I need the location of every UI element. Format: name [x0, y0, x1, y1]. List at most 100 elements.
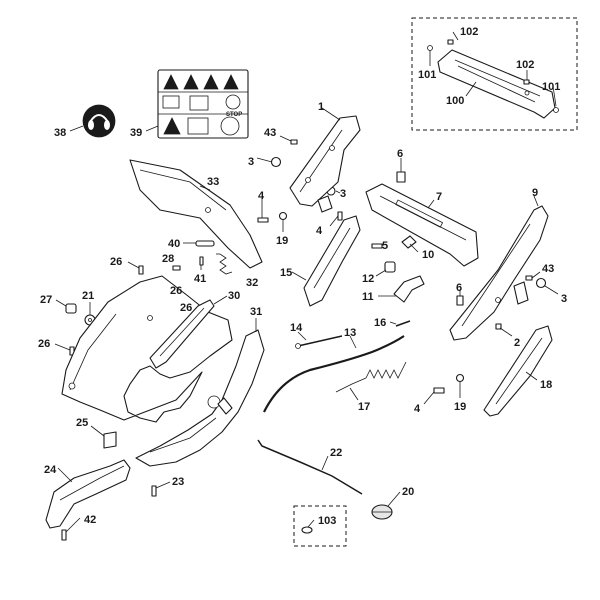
- part-101-screw-left: [427, 45, 433, 51]
- label-1: 1: [318, 101, 324, 113]
- label-27: 27: [40, 294, 52, 306]
- part-4-screw-c: [433, 387, 445, 394]
- label-22: 22: [330, 447, 342, 459]
- label-13: 13: [344, 327, 356, 339]
- label-26a: 26: [110, 256, 122, 268]
- label-100: 100: [446, 95, 464, 107]
- label-26d: 26: [38, 338, 50, 350]
- label-3a: 3: [248, 156, 254, 168]
- label-17: 17: [358, 401, 370, 413]
- kit-box-100: [411, 17, 578, 131]
- label-103: 103: [318, 515, 336, 527]
- part-31-rear-chute: [135, 329, 265, 467]
- part-42-screw: [61, 529, 67, 541]
- label-14: 14: [290, 322, 303, 334]
- part-housing-left: [61, 275, 233, 423]
- label-28: 28: [162, 253, 174, 265]
- label-24: 24: [44, 464, 57, 476]
- part-6-screw-b: [456, 295, 464, 306]
- kit-box-103: [293, 505, 347, 547]
- part-16-rod: [395, 320, 411, 327]
- label-2: 2: [514, 337, 520, 349]
- part-4-screw-a: [257, 217, 269, 223]
- label-3c: 3: [561, 293, 567, 305]
- part-102-nut-right: [523, 79, 530, 85]
- part-40-pin: [195, 240, 215, 247]
- part-43-screw-right: [525, 275, 533, 281]
- part-25-clip: [103, 431, 117, 449]
- part-11-lever: [393, 275, 425, 303]
- part-bracket-small: [317, 195, 333, 213]
- part-101-screw-right: [553, 107, 559, 113]
- part-22-rod: [257, 439, 363, 495]
- label-39: 39: [130, 127, 142, 139]
- label-32: 32: [246, 277, 258, 289]
- label-20: 20: [402, 486, 414, 498]
- label-31: 31: [250, 306, 262, 318]
- label-21: 21: [82, 290, 94, 302]
- part-4-screw-b: [337, 211, 343, 221]
- part-7-rail: [365, 183, 479, 267]
- label-4b: 4: [316, 225, 323, 237]
- part-18-bracket: [483, 325, 553, 417]
- part-43-screw-top: [290, 139, 298, 145]
- label-41: 41: [194, 273, 206, 285]
- label-16: 16: [374, 317, 386, 329]
- label-15: 15: [280, 267, 292, 279]
- part-17-spring: [335, 361, 407, 393]
- label-19b: 19: [454, 401, 466, 413]
- label-25: 25: [76, 417, 88, 429]
- label-10: 10: [422, 249, 434, 261]
- part-33-cover: [129, 159, 263, 269]
- label-5: 5: [382, 240, 388, 252]
- label-42: 42: [84, 514, 96, 526]
- part-15-bracket: [303, 215, 361, 307]
- part-3-nut-c: [535, 277, 547, 289]
- part-9-side-plate: [449, 205, 549, 341]
- label-40: 40: [168, 238, 180, 250]
- part-23-screw: [151, 485, 157, 497]
- label-6b: 6: [456, 282, 462, 294]
- part-2-screw: [495, 323, 502, 330]
- part-19-washer-b: [455, 373, 465, 383]
- part-14-rod: [295, 335, 343, 349]
- label-3b: 3: [340, 188, 346, 200]
- label-38: 38: [54, 127, 66, 139]
- label-43b: 43: [542, 263, 554, 275]
- label-18: 18: [540, 379, 552, 391]
- part-32-spring: [216, 253, 233, 275]
- label-101a: 101: [418, 69, 436, 81]
- label-102b: 102: [516, 59, 534, 71]
- label-4c: 4: [414, 403, 421, 415]
- label-23: 23: [172, 476, 184, 488]
- label-12: 12: [362, 273, 374, 285]
- callout-labels: 1 2 3 3 3 4 4 4 5 6 6 7 9 10 11 12 13 14…: [38, 26, 567, 527]
- part-6-screw-a: [396, 171, 406, 183]
- part-13-cable: [263, 335, 407, 415]
- label-43a: 43: [264, 127, 276, 139]
- part-27-nut: [65, 303, 77, 314]
- label-6a: 6: [397, 148, 403, 160]
- label-30: 30: [228, 290, 240, 302]
- part-19-washer-a: [278, 211, 288, 221]
- part-102-nut-top: [447, 39, 454, 45]
- label-9: 9: [532, 187, 538, 199]
- label-19a: 19: [276, 235, 288, 247]
- part-41-screw: [199, 256, 204, 266]
- part-28-screw: [172, 265, 181, 271]
- label-102a: 102: [460, 26, 478, 38]
- label-26c: 26: [180, 302, 192, 314]
- part-38-label-ear-protection: [82, 104, 116, 138]
- part-1-side-plate: [289, 115, 361, 207]
- decal-stop-text: STOP: [226, 112, 242, 118]
- part-26-screw-a: [138, 265, 144, 275]
- label-7: 7: [436, 191, 442, 203]
- label-26b: 26: [170, 285, 182, 297]
- label-101b: 101: [542, 81, 560, 93]
- part-30-lever: [149, 299, 215, 369]
- part-10-clip: [401, 235, 417, 249]
- label-33: 33: [207, 176, 219, 188]
- part-100-bracket: [437, 49, 556, 119]
